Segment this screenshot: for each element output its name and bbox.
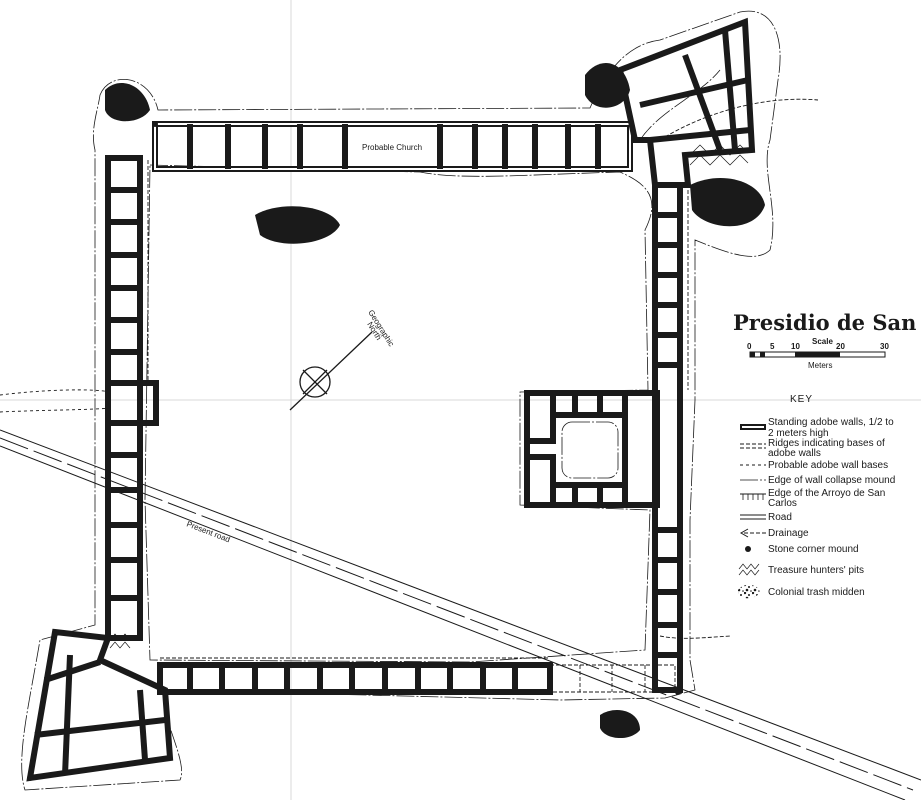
key-item-pits: Treasure hunters' pits — [738, 563, 864, 576]
key-item-probable: Probable adobe wall bases — [740, 460, 888, 471]
north-arrow — [289, 331, 373, 411]
scale-unit: Meters — [808, 361, 832, 370]
plaza-inner-edge — [144, 164, 653, 663]
north-wall — [152, 121, 633, 172]
svg-text:Edge of the Arroyo de San: Edge of the Arroyo de San — [768, 488, 885, 499]
stone-corner-mound-icon — [27, 775, 33, 781]
road-symbol — [740, 514, 766, 520]
svg-text:Drainage: Drainage — [768, 528, 809, 539]
scale-tick-30: 30 — [880, 342, 889, 351]
east-courtyard-building — [524, 390, 660, 508]
svg-text:Stone corner mound: Stone corner mound — [768, 544, 859, 555]
key-item-collapse: Edge of wall collapse mound — [740, 475, 895, 486]
church-label: Probable Church — [362, 143, 422, 152]
road-edge-north — [0, 429, 921, 781]
map-title: Presidio de San Carlos — [733, 310, 921, 335]
south-wall — [157, 657, 676, 695]
svg-text:Road: Road — [768, 512, 792, 523]
scale-label: Scale — [812, 337, 833, 346]
ridge-symbol — [740, 443, 766, 449]
road-edge-south — [0, 445, 906, 800]
stone-mound-symbol — [745, 546, 751, 552]
svg-text:2 meters high: 2 meters high — [768, 428, 829, 439]
scale-tick-5: 5 — [770, 342, 775, 351]
scale-tick-0: 0 — [747, 342, 752, 351]
key-item-road: Road — [740, 512, 792, 523]
key-item-drainage: Drainage — [739, 528, 809, 539]
svg-text:Edge of wall collapse mound: Edge of wall collapse mound — [768, 475, 895, 486]
sw-bastion — [26, 628, 174, 782]
arroyo-edge-symbol — [740, 493, 766, 500]
west-wall — [105, 155, 159, 641]
drainage-west — [0, 389, 111, 396]
stone-corner-mound-icon — [675, 689, 681, 695]
midden-symbol — [738, 584, 760, 599]
ne-bastion — [616, 17, 756, 188]
north-extension-edge — [639, 69, 721, 141]
key-heading: KEY — [790, 394, 813, 405]
drainage-west-2 — [0, 407, 111, 413]
svg-text:Ridges indicating bases of: Ridges indicating bases of — [768, 438, 885, 449]
key-item-standing-walls: Standing adobe walls, 1/2 to 2 meters hi… — [740, 417, 894, 439]
svg-text:Standing adobe walls, 1/2 to: Standing adobe walls, 1/2 to — [768, 417, 894, 428]
road-center — [0, 437, 914, 791]
drainage-east — [659, 635, 731, 639]
midden-se — [600, 710, 640, 739]
midden-nw — [105, 82, 150, 122]
key-item-midden: Colonial trash midden — [738, 584, 865, 599]
svg-text:adobe walls: adobe walls — [768, 448, 821, 459]
midden-plaza — [255, 206, 340, 244]
road-label: Present road — [185, 519, 231, 544]
drainage-symbol — [739, 528, 766, 538]
scale-tick-10: 10 — [791, 342, 800, 351]
stone-corner-mound-icon — [152, 121, 158, 127]
svg-text:Treasure hunters' pits: Treasure hunters' pits — [768, 565, 864, 576]
collapse-mound-outline — [21, 10, 781, 791]
pits-symbol — [738, 563, 760, 576]
key-item-stone-mound: Stone corner mound — [745, 544, 859, 555]
key-item-arroyo: Edge of the Arroyo de San Carlos — [740, 488, 885, 509]
midden-east — [690, 177, 765, 227]
svg-text:Colonial trash midden: Colonial trash midden — [768, 587, 865, 598]
scale-tick-20: 20 — [836, 342, 845, 351]
key-item-ridges: Ridges indicating bases of adobe walls — [740, 438, 885, 459]
svg-text:Probable adobe wall bases: Probable adobe wall bases — [768, 460, 888, 471]
svg-text:Carlos: Carlos — [768, 498, 797, 509]
scale-bar: Scale 0 5 10 20 30 Meters — [747, 337, 889, 370]
